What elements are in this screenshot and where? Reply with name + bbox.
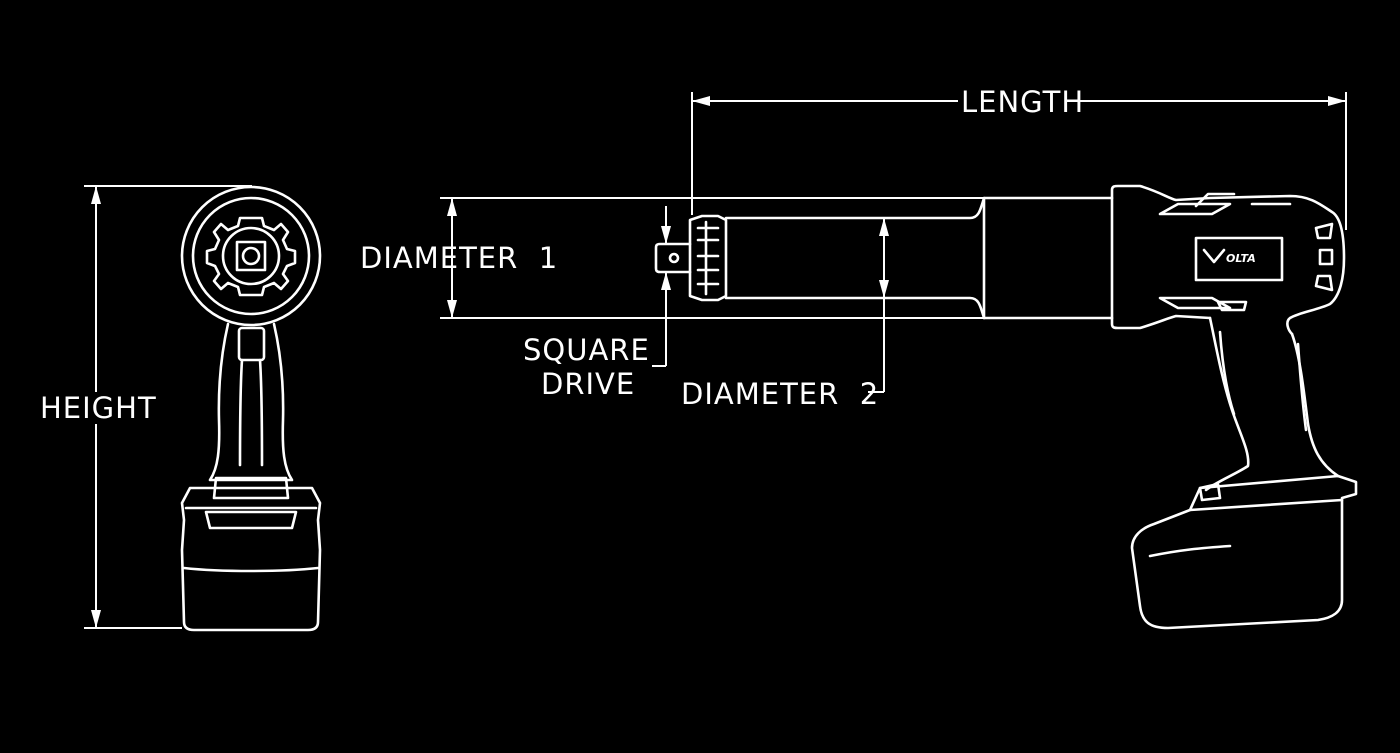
square-drive-label-line2: DRIVE xyxy=(541,367,635,401)
height-arrow-bottom xyxy=(91,610,101,628)
square-drive-detent xyxy=(668,252,680,264)
head-vent-lower xyxy=(1158,296,1248,312)
height-label: HEIGHT xyxy=(40,391,157,425)
front-handle-inner xyxy=(238,358,264,467)
diameter2-arrow-top xyxy=(879,218,889,236)
front-gear-icon xyxy=(205,216,297,297)
length-arrow-right xyxy=(1328,96,1346,106)
front-handle xyxy=(208,322,294,482)
logo-panel xyxy=(1194,236,1284,282)
socket xyxy=(688,214,728,302)
front-socket-ring xyxy=(221,226,281,286)
side-handle-grip-line xyxy=(1218,330,1308,432)
head-vent-upper xyxy=(1158,192,1292,216)
diameter2-label: DIAMETER 2 xyxy=(681,377,879,411)
front-head-inner-ring xyxy=(191,196,311,316)
front-battery-seam xyxy=(182,566,320,573)
side-view: OLTA LENGTH DIAMETER 1 xyxy=(360,85,1358,630)
front-battery-top-band xyxy=(184,506,318,530)
square-drive-arrow-bottom xyxy=(661,272,671,290)
front-view: HEIGHT xyxy=(40,185,322,632)
side-handle xyxy=(1204,316,1340,492)
diameter1-arrow-top xyxy=(447,198,457,216)
side-battery xyxy=(1130,474,1358,630)
square-drive-label-line1: SQUARE xyxy=(523,333,650,367)
square-drive xyxy=(654,242,692,274)
front-battery xyxy=(180,486,322,632)
square-drive-arrow-top xyxy=(661,226,671,244)
side-battery-seam xyxy=(1148,498,1344,558)
length-label: LENGTH xyxy=(961,85,1084,119)
front-battery-clip xyxy=(212,476,290,500)
head-indicators xyxy=(1314,222,1334,292)
diameter1-label: DIAMETER 1 xyxy=(360,241,558,275)
diameter2-arrow-bottom xyxy=(879,280,889,298)
front-square-drive xyxy=(235,240,267,272)
height-arrow-top xyxy=(91,186,101,204)
battery-release-button xyxy=(1198,482,1222,502)
front-square-drive-hole xyxy=(241,246,261,266)
front-head-outer-ring xyxy=(180,185,322,327)
front-trigger xyxy=(237,326,266,362)
head-housing xyxy=(1110,184,1346,336)
logo-v-mark-icon xyxy=(1202,248,1226,264)
diameter1-arrow-bottom xyxy=(447,300,457,318)
brand-logo-text: OLTA xyxy=(1226,252,1256,265)
socket-teeth xyxy=(696,220,720,296)
extension-tube xyxy=(724,196,1114,320)
length-arrow-left xyxy=(692,96,710,106)
